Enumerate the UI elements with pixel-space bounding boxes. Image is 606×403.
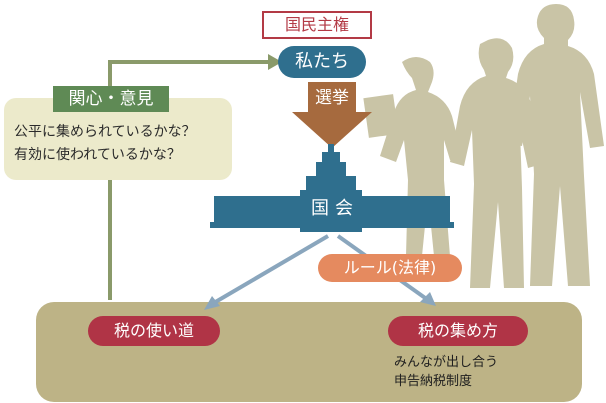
collection-desc-1: みんなが出し合う xyxy=(394,355,499,370)
election-label: 選挙 xyxy=(315,88,349,108)
interest-question-2: 有効に使われているかな？ xyxy=(14,147,181,163)
rule-law-pill: ルール(法律) xyxy=(318,254,462,282)
election-arrow xyxy=(292,82,372,148)
diet-label: 国会 xyxy=(311,198,359,219)
interest-question-1: 公平に集められているかな？ xyxy=(14,124,196,140)
tax-use-pill: 税の使い道 xyxy=(88,316,220,346)
interest-opinion-title: 関心・意見 xyxy=(53,86,169,112)
arrow-head-left xyxy=(204,296,220,310)
people-silhouette-icon xyxy=(363,4,604,289)
feedback-connector xyxy=(108,60,268,300)
feedback-arrow-head xyxy=(268,54,282,70)
citizens-pill: 私たち xyxy=(278,46,366,78)
popular-sovereignty-label: 国民主権 xyxy=(262,11,372,39)
arrow-head-right xyxy=(420,292,436,306)
tax-collection-pill: 税の集め方 xyxy=(388,316,528,346)
diet-building-icon xyxy=(210,144,454,232)
collection-desc-2: 申告納税制度 xyxy=(394,374,473,389)
